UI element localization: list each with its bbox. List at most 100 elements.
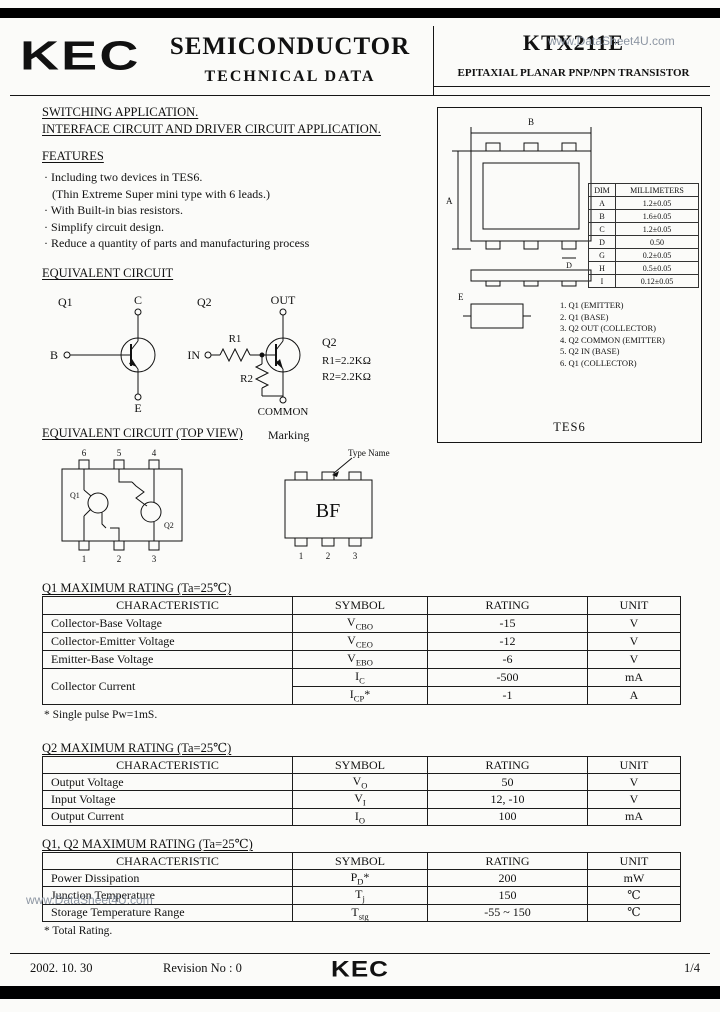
col-header: CHARACTERISTIC	[42, 596, 293, 615]
q1q2-rating-table: CHARACTERISTIC SYMBOL RATING UNIT Power …	[42, 852, 681, 923]
type-name-label: Type Name	[348, 448, 390, 458]
q1-inside-label: Q1	[70, 491, 80, 500]
cell-rating: 150	[427, 886, 588, 905]
cell-characteristic: Collector-Base Voltage	[42, 614, 293, 633]
cell-symbol: PD*	[292, 868, 428, 888]
cell-characteristic: Power Dissipation	[42, 868, 293, 888]
q2-inside-label: Q2	[164, 521, 174, 530]
package-name: TES6	[553, 420, 586, 434]
dim-label-d: D	[566, 261, 572, 270]
applications: SWITCHING APPLICATION. INTERFACE CIRCUIT…	[42, 104, 381, 138]
equivalent-circuit-title: EQUIVALENT CIRCUIT	[42, 266, 174, 280]
feature-item: · Reduce a quantity of parts and manufac…	[44, 236, 310, 250]
pin-function: 1. Q1 (EMITTER)	[560, 300, 624, 310]
footer-kec-logo: KEC	[331, 956, 389, 982]
dim-label-b: B	[528, 117, 534, 127]
r1-label: R1	[229, 333, 242, 345]
cell-unit: mA	[587, 668, 681, 687]
cell-symbol: IC	[292, 668, 428, 687]
pin-number: 3	[152, 554, 157, 564]
cell-rating: 100	[427, 807, 588, 827]
pin-number: 4	[152, 448, 157, 458]
in-label: IN	[187, 348, 200, 362]
table-row: Input Voltage VI 12, -10 V	[42, 790, 681, 809]
dim-label-e: E	[458, 292, 464, 302]
emitter-label: E	[134, 401, 141, 415]
feature-item: · Simplify circuit design.	[44, 219, 164, 234]
col-header: UNIT	[587, 756, 681, 774]
table-row: Collector-Emitter Voltage VCEO -12 V	[42, 632, 681, 651]
cell-rating: 50	[427, 772, 588, 792]
table-header-row: CHARACTERISTIC SYMBOL RATING UNIT	[42, 852, 681, 870]
out-label: OUT	[271, 293, 296, 307]
cell-characteristic: Collector Current	[42, 668, 293, 705]
table-row: Power Dissipation PD* 200 mW	[42, 868, 681, 888]
q1q2-note: * Total Rating.	[44, 925, 113, 937]
cell-rating: 12, -10	[427, 790, 588, 809]
col-header: RATING	[427, 756, 588, 774]
cell-symbol: Tj	[292, 886, 428, 905]
col-header: SYMBOL	[292, 596, 428, 615]
device-category: EPITAXIAL PLANAR PNP/NPN TRANSISTOR	[457, 67, 690, 79]
header-rule	[10, 95, 710, 96]
col-header: RATING	[427, 596, 588, 615]
cell-unit: V	[587, 650, 681, 669]
part-block: KTX211E EPITAXIAL PLANAR PNP/NPN TRANSIS…	[437, 30, 710, 79]
table-row: Storage Temperature Range Tstg -55 ~ 150…	[42, 903, 681, 923]
top-border-bar	[0, 8, 720, 18]
pin-function: 3. Q2 OUT (COLLECTOR)	[560, 323, 657, 333]
cell-unit: V	[587, 790, 681, 809]
feature-item: (Thin Extreme Super mini type with 6 lea…	[52, 186, 270, 201]
dim-label-a: A	[446, 196, 453, 206]
pin-number: 5	[117, 448, 122, 458]
cell-rating: -1	[427, 686, 588, 705]
footer-logo-wrap: KEC	[0, 956, 720, 987]
header-subline	[433, 86, 710, 87]
watermark-left: www.DataSheet4U.com	[26, 893, 153, 907]
table-row: Collector-Base Voltage VCBO -15 V	[42, 614, 681, 633]
cell-unit: mA	[587, 807, 681, 827]
kec-logo: KEC	[20, 32, 138, 90]
cell-unit: V	[587, 772, 681, 792]
col-header: RATING	[427, 852, 588, 870]
cell-characteristic: Output Current	[42, 807, 293, 827]
table-row: ICP* -1 A	[43, 686, 681, 705]
cell-symbol: ICP*	[292, 686, 428, 705]
cell-unit: V	[587, 614, 681, 633]
table-row: Output Voltage VO 50 V	[42, 772, 681, 792]
dim-col-header: DIM	[588, 183, 616, 197]
feature-item: · With Built-in bias resistors.	[44, 203, 183, 217]
footer-page-number: 1/4	[684, 961, 700, 975]
features-list: · Including two devices in TES6. (Thin E…	[44, 169, 309, 252]
cell-characteristic: Storage Temperature Range	[42, 903, 293, 923]
col-header: CHARACTERISTIC	[42, 852, 293, 870]
q2-label: Q2	[197, 295, 212, 309]
pin-number: 1	[82, 554, 87, 564]
col-header: UNIT	[587, 852, 681, 870]
cell-symbol: VI	[292, 790, 428, 809]
q1-note: * Single pulse Pw=1mS.	[44, 709, 158, 721]
top-view-diagram: 6 5 4 1 2 3 Q1 Q2	[61, 448, 183, 564]
pin-number: 2	[117, 554, 122, 564]
cell-rating: -6	[427, 650, 588, 669]
cell-characteristic: Collector-Emitter Voltage	[42, 632, 293, 651]
cell-rating: -15	[427, 614, 588, 633]
cell-characteristic: Emitter-Base Voltage	[42, 650, 293, 669]
cell-unit: mW	[587, 868, 681, 888]
table-header-row: CHARACTERISTIC SYMBOL RATING UNIT	[42, 596, 681, 615]
q2-rating-title: Q2 MAXIMUM RATING (Ta=25℃)	[42, 741, 232, 755]
pin-number: 6	[82, 448, 87, 458]
table-header-row: CHARACTERISTIC SYMBOL RATING UNIT	[42, 756, 681, 774]
bottom-border-bar	[0, 986, 720, 999]
part-number: KTX211E	[522, 30, 625, 55]
pin-number: 2	[326, 551, 331, 561]
